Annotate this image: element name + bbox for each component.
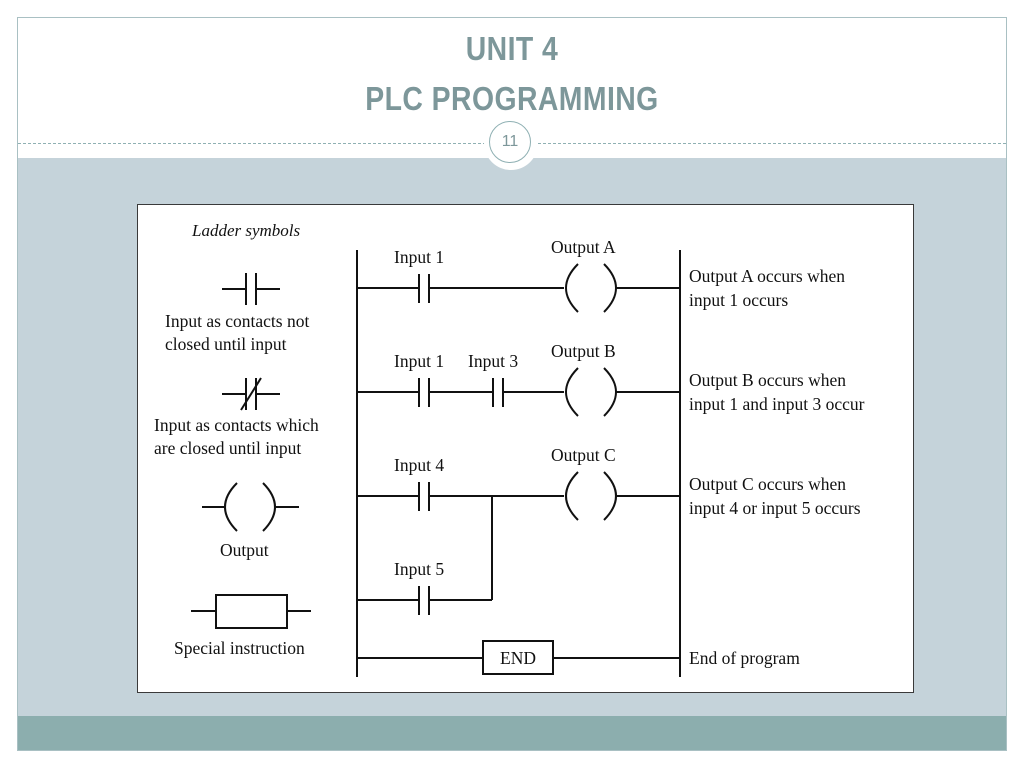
rung-1-output-label: Output A	[551, 237, 616, 257]
rung-1-description-line-1: Output A occurs when	[689, 266, 845, 286]
no-contact-symbol-icon	[222, 273, 280, 305]
slide-number-ring: 11	[489, 121, 531, 163]
no-contact-label-line-1: Input as contacts not	[165, 311, 309, 331]
nc-contact-label-line-1: Input as contacts which	[154, 415, 319, 435]
nc-contact-symbol-icon	[222, 377, 280, 411]
rung-3-description-line-2: input 4 or input 5 occurs	[689, 498, 861, 518]
special-instruction-symbol-icon	[191, 594, 311, 629]
rung-3	[357, 471, 680, 615]
rung-2-input-a-label: Input 1	[394, 351, 444, 371]
rung-1-description-line-2: input 1 occurs	[689, 290, 788, 310]
legend-heading: Ladder symbols	[191, 221, 301, 240]
slide-number: 11	[501, 133, 519, 150]
rung-3-coil-icon	[565, 471, 579, 521]
end-rung	[357, 640, 680, 675]
rung-3-description-line-1: Output C occurs when	[689, 474, 846, 494]
output-label: Output	[220, 540, 269, 560]
rung-3-output-label: Output C	[551, 445, 616, 465]
rung-2-input-b-label: Input 3	[468, 351, 518, 371]
end-box-label: END	[500, 648, 536, 668]
output-coil-symbol-icon	[202, 482, 299, 532]
slide-title-line-1: UNIT 4	[465, 30, 559, 67]
rung-3-input-a-label: Input 4	[394, 455, 444, 475]
no-contact-label-line-2: closed until input	[165, 334, 287, 354]
rung-2-description-line-1: Output B occurs when	[689, 370, 846, 390]
ladder-diagram-panel: Ladder symbols Input as contacts not clo…	[137, 204, 914, 693]
nc-contact-label-line-2: are closed until input	[154, 438, 301, 458]
rung-1-input-label: Input 1	[394, 247, 444, 267]
rung-1	[357, 263, 680, 313]
rung-2-description-line-2: input 1 and input 3 occur	[689, 394, 865, 414]
rung-2-output-label: Output B	[551, 341, 616, 361]
ladder-diagram: Ladder symbols Input as contacts not clo…	[154, 221, 865, 677]
footer-bar	[18, 716, 1006, 750]
special-instruction-label: Special instruction	[174, 638, 305, 658]
rung-1-coil-icon	[565, 263, 579, 313]
rung-3-input-b-label: Input 5	[394, 559, 444, 579]
rung-2	[357, 367, 680, 417]
slide-title-line-2: PLC PROGRAMMING	[365, 80, 659, 117]
slide-number-badge: 11	[484, 116, 538, 170]
rung-2-coil-icon	[565, 367, 579, 417]
end-description: End of program	[689, 648, 800, 668]
